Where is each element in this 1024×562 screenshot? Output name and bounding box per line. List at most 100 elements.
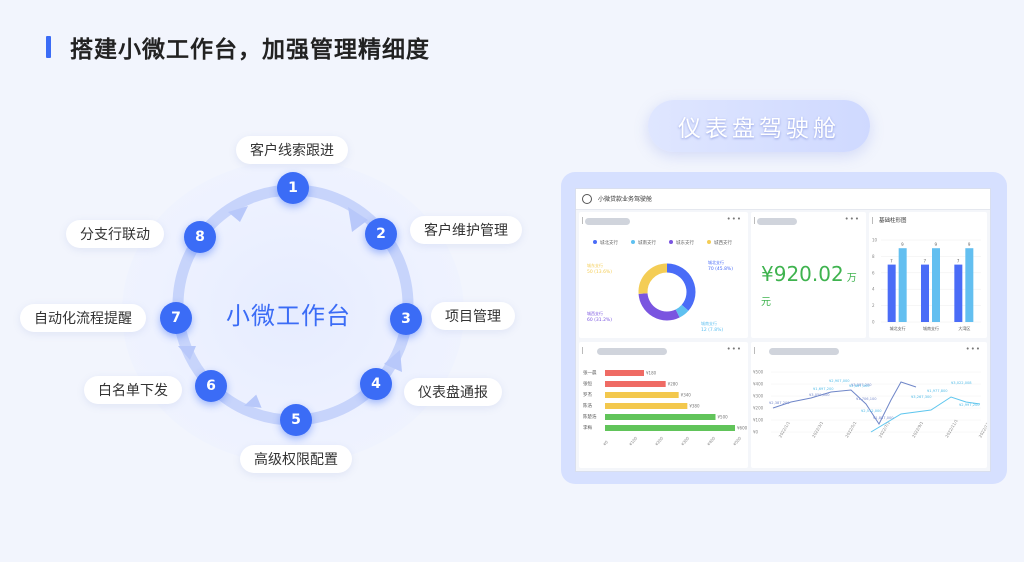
kpi-unit: 万元 bbox=[761, 273, 857, 308]
column-xtick: 大湾区 bbox=[958, 325, 970, 331]
donut-label-value: 70 (45.8%) bbox=[708, 266, 733, 272]
card-menu-icon[interactable]: ••• bbox=[726, 215, 742, 223]
legend-swatch bbox=[631, 240, 635, 244]
drag-handle-icon[interactable] bbox=[582, 217, 583, 224]
donut-label-value: 50 (13.6%) bbox=[587, 269, 612, 275]
column-bar-label: 7 bbox=[957, 259, 960, 264]
card-menu-icon[interactable]: ••• bbox=[844, 215, 860, 223]
column-chart-title: 基础柱形图 bbox=[879, 218, 907, 224]
hbar-category: 陈浩 bbox=[583, 402, 592, 409]
line-series bbox=[870, 396, 981, 433]
hbar-value: ¥340 bbox=[681, 393, 692, 398]
line-point-label: ¥3,059,000 bbox=[809, 393, 830, 397]
line-ytick: ¥100 bbox=[753, 418, 764, 423]
column-bar bbox=[921, 264, 929, 322]
line-point-label: ¥2,512,000 bbox=[861, 409, 882, 413]
line-xtick: 2022/9/1 bbox=[911, 420, 925, 438]
cycle-label-8: 分支行联动 bbox=[66, 220, 164, 248]
line-ytick: ¥300 bbox=[753, 394, 764, 399]
cycle-arrows bbox=[178, 206, 402, 408]
column-bar bbox=[932, 248, 940, 322]
line-point-label: ¥1,706,100 bbox=[856, 397, 877, 401]
hbar-bar bbox=[605, 392, 679, 398]
center-title: 小微工作台 bbox=[226, 302, 351, 330]
drag-handle-icon[interactable] bbox=[754, 217, 755, 224]
hbar-value: ¥500 bbox=[718, 415, 729, 420]
hbar-chart: 张一晨¥180张恒¥280罗杰¥340陈浩¥380陈楚浩¥500李梅¥600¥0… bbox=[583, 369, 748, 447]
line-ytick: ¥200 bbox=[753, 406, 764, 411]
line-point-label: ¥2,667,000 bbox=[849, 384, 870, 388]
column-bar bbox=[954, 264, 963, 322]
drag-handle-icon[interactable] bbox=[872, 217, 873, 224]
line-ytick: ¥0 bbox=[753, 430, 759, 435]
card-title-placeholder bbox=[597, 348, 667, 355]
column-bar-label: 9 bbox=[901, 242, 904, 247]
donut-label-name: 城南支行 bbox=[701, 320, 717, 326]
column-ytick: 2 bbox=[872, 303, 875, 308]
hbar-xtick: ¥0 bbox=[602, 439, 609, 446]
hbar-xtick: ¥200 bbox=[654, 435, 665, 446]
hbar-xtick: ¥500 bbox=[732, 435, 743, 446]
column-ytick: 10 bbox=[872, 238, 878, 243]
line-series bbox=[772, 381, 917, 426]
hbar-bar bbox=[605, 425, 735, 431]
column-ytick: 8 bbox=[872, 254, 875, 259]
legend-label: 城西支行 bbox=[714, 239, 732, 246]
card-menu-icon[interactable]: ••• bbox=[965, 345, 981, 353]
line-ytick: ¥500 bbox=[753, 370, 764, 375]
dashboard-title: 小微贷款业务驾驶舱 bbox=[598, 196, 653, 203]
hbar-category: 罗杰 bbox=[583, 391, 592, 398]
drag-handle-icon[interactable] bbox=[582, 347, 583, 354]
cycle-node-8: 8 bbox=[184, 221, 216, 253]
column-bar-label: 7 bbox=[924, 259, 927, 264]
donut-label-name: 城东支行 bbox=[587, 262, 603, 268]
donut-slice bbox=[638, 292, 680, 321]
cycle-node-4: 4 bbox=[360, 368, 392, 400]
kpi-value: ¥920.02 bbox=[761, 262, 844, 286]
hbar-category: 李梅 bbox=[583, 424, 592, 431]
hbar-category: 陈楚浩 bbox=[583, 413, 597, 420]
line-point-label: ¥2,997,200 bbox=[959, 403, 980, 407]
column-ytick: 0 bbox=[872, 320, 875, 325]
line-point-label: ¥3,267,300 bbox=[911, 395, 932, 399]
donut-slice bbox=[675, 304, 689, 318]
legend-label: 城北支行 bbox=[600, 239, 618, 246]
hbar-value: ¥600 bbox=[737, 426, 748, 431]
column-ytick: 6 bbox=[872, 270, 875, 275]
line-point-label: ¥2,907,000 bbox=[829, 379, 850, 383]
card-menu-icon[interactable]: ••• bbox=[726, 345, 742, 353]
cycle-label-2: 客户维护管理 bbox=[410, 216, 522, 244]
hbar-bar bbox=[605, 381, 666, 387]
legend-label: 城东支行 bbox=[676, 239, 694, 246]
hbar-category: 张恒 bbox=[583, 380, 592, 387]
line-point-label: ¥1,697,200 bbox=[813, 387, 834, 391]
donut-label-value: 12 (7.8%) bbox=[701, 327, 723, 333]
column-xtick: 城北支行 bbox=[890, 325, 906, 331]
cycle-node-2: 2 bbox=[365, 218, 397, 250]
drag-handle-icon[interactable] bbox=[754, 347, 755, 354]
donut-chart: 城北支行城南支行城东支行城西支行城北支行70 (45.8%)城南支行12 (7.… bbox=[587, 239, 733, 333]
line-xtick: 2022/1/1 bbox=[778, 420, 792, 438]
legend-label: 城南支行 bbox=[638, 239, 656, 246]
legend-swatch bbox=[707, 240, 711, 244]
card-title-placeholder bbox=[769, 348, 839, 355]
column-ytick: 4 bbox=[872, 287, 875, 292]
cycle-label-5: 高级权限配置 bbox=[240, 445, 352, 473]
column-bar bbox=[898, 248, 907, 322]
badge-label: 仪表盘驾驶舱 bbox=[678, 116, 840, 142]
legend-swatch bbox=[593, 240, 597, 244]
dashboard-logo-icon bbox=[582, 194, 592, 204]
cycle-label-7: 自动化流程提醒 bbox=[20, 304, 146, 332]
cycle-label-1: 客户线索跟进 bbox=[236, 136, 348, 164]
cycle-label-6: 白名单下发 bbox=[84, 376, 182, 404]
hbar-bar bbox=[605, 370, 644, 376]
